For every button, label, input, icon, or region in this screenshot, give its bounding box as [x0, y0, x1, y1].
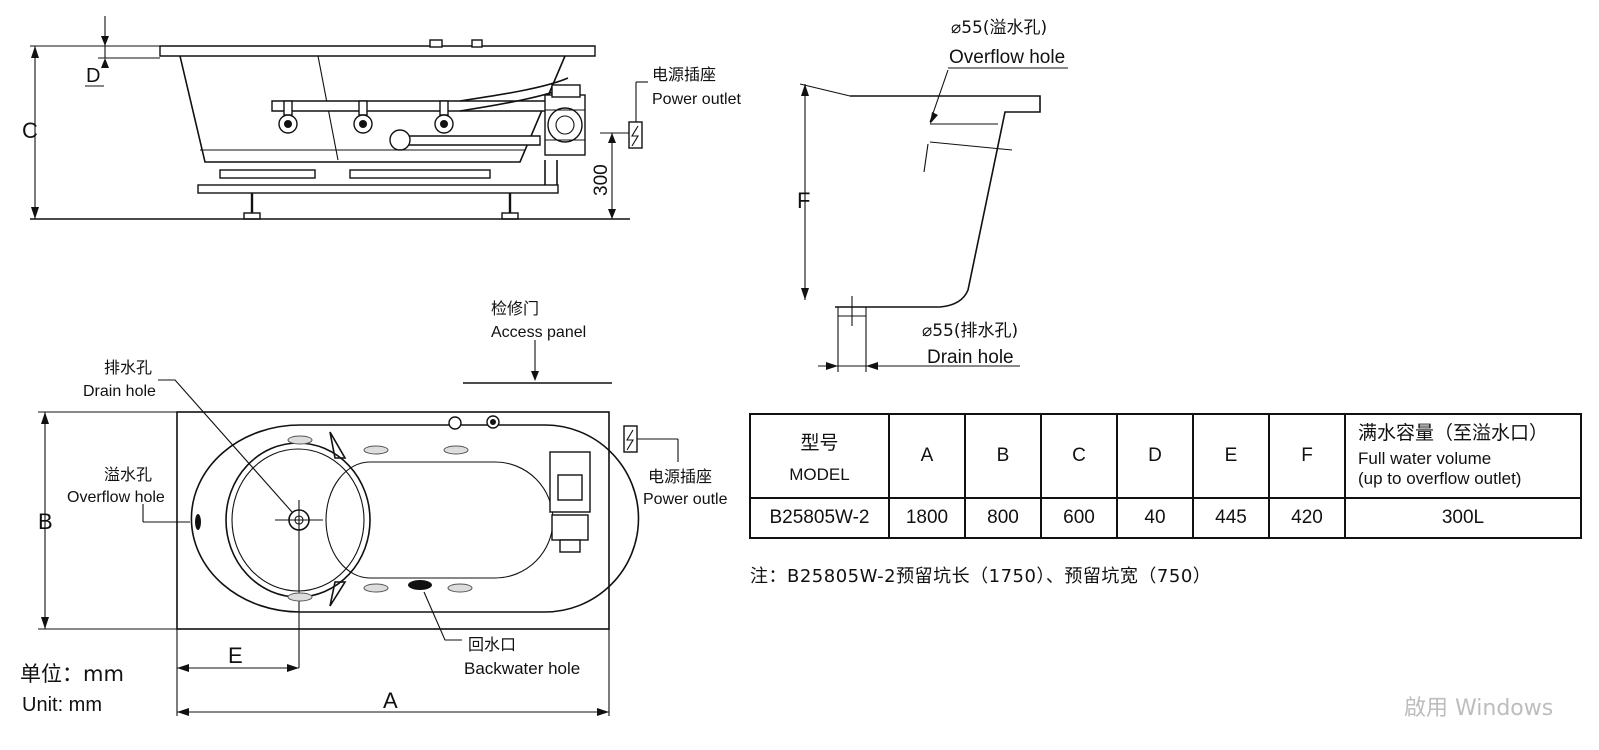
header-model: 型号 MODEL	[749, 413, 890, 499]
cell-f: 420	[1268, 497, 1346, 539]
header-volume-en-2: (up to overflow outlet)	[1358, 469, 1522, 488]
backwater-zh-label: 回水口	[468, 635, 516, 654]
header-f: F	[1268, 413, 1346, 499]
header-volume-zh: 满水容量（至溢水口）	[1358, 422, 1549, 444]
header-d: D	[1116, 413, 1194, 499]
header-e: E	[1192, 413, 1270, 499]
overflow-en-label-plan: Overflow hole	[67, 489, 165, 506]
cell-e: 445	[1192, 497, 1270, 539]
support-foot-right	[501, 193, 519, 220]
installation-note: 注：B25805W-2预留坑长（1750）、预留坑宽（750）	[750, 566, 1212, 587]
dim-c-label: C	[22, 118, 38, 143]
power-outlet-en-label-plan: Power outle	[643, 491, 728, 508]
header-model-en: MODEL	[789, 464, 850, 484]
plan-view: B	[20, 299, 728, 716]
header-b: B	[964, 413, 1042, 499]
jet-fitting-2	[353, 100, 373, 134]
access-panel-zh-label: 检修门	[491, 299, 539, 318]
section-view: ⌀55(溢水孔) Overflow hole F ⌀55(排水孔) Drain …	[797, 18, 1068, 372]
power-outlet-icon-plan	[623, 425, 638, 453]
cell-volume: 300L	[1344, 497, 1582, 539]
power-outlet-zh-label-plan: 电源插座	[648, 467, 712, 486]
side-view: C D 300 电源插座 Power outlet	[22, 16, 741, 220]
header-a: A	[888, 413, 966, 499]
jet-outlets	[287, 435, 473, 602]
drain-hole-marker	[275, 500, 323, 668]
jet-fitting-1	[278, 100, 298, 134]
drain-zh-label: 排水孔	[104, 358, 152, 377]
power-outlet-en-label: Power outlet	[652, 91, 741, 108]
spec-table: 型号 MODEL A B C D E F 满水容量（至溢水口） Full wat…	[749, 413, 1582, 539]
unit-zh-label: 单位：mm	[20, 662, 124, 686]
overflow-size-label: ⌀55(溢水孔)	[951, 18, 1047, 38]
pump-motor	[544, 84, 586, 156]
cell-a: 1800	[888, 497, 966, 539]
backwater-en-label: Backwater hole	[464, 659, 580, 678]
cell-b: 800	[964, 497, 1042, 539]
dim-d-label: D	[86, 65, 100, 87]
dim-f-label: F	[797, 188, 810, 213]
header-c: C	[1040, 413, 1118, 499]
cell-model: B25805W-2	[749, 497, 890, 539]
table-row: B25805W-2 1800 800 600 40 445 420 300L	[749, 497, 1582, 539]
overflow-en-label: Overflow hole	[949, 47, 1065, 68]
header-volume: 满水容量（至溢水口） Full water volume (up to over…	[1344, 413, 1582, 499]
header-model-zh: 型号	[800, 431, 839, 454]
power-outlet-icon	[628, 121, 643, 149]
dim-e-label: E	[228, 643, 243, 668]
jet-fitting-3	[434, 100, 454, 134]
drain-en-label: Drain hole	[927, 347, 1014, 368]
table-header-row: 型号 MODEL A B C D E F 满水容量（至溢水口） Full wat…	[749, 413, 1582, 499]
support-foot-left	[243, 193, 261, 220]
header-volume-en-1: Full water volume	[1358, 449, 1492, 468]
drain-en-label-plan: Drain hole	[83, 383, 156, 400]
dim-a-label: A	[383, 688, 398, 713]
overflow-zh-label: 溢水孔	[104, 465, 152, 484]
dim-b-label: B	[38, 509, 53, 534]
power-outlet-zh-label: 电源插座	[652, 65, 716, 84]
dim-300-label: 300	[591, 164, 612, 196]
cell-c: 600	[1040, 497, 1118, 539]
pump-plan	[549, 451, 591, 553]
unit-en-label: Unit: mm	[22, 694, 102, 716]
access-panel-en-label: Access panel	[491, 324, 586, 341]
windows-activation-watermark: 啟用 Windows	[1404, 696, 1554, 721]
drain-size-label: ⌀55(排水孔)	[922, 321, 1018, 341]
cell-d: 40	[1116, 497, 1194, 539]
